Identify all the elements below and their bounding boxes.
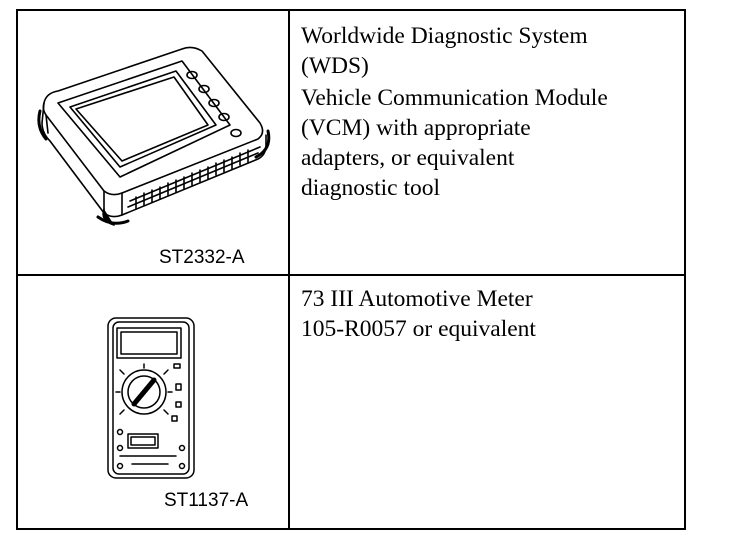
row-divider [18,274,684,276]
illustration-code-st1137-a: ST1137-A [164,490,249,511]
special-tools-table: ST2332-A Worldwide Diagnostic System (WD… [16,9,686,530]
tool-description-wds-vcm: Worldwide Diagnostic System (WDS) Vehicl… [301,21,608,203]
multimeter-icon [106,316,201,481]
tool-name-vcm: Vehicle Communication Module (VCM) with … [301,85,608,201]
tool-description-automotive-meter: 73 III Automotive Meter 105-R0057 or equ… [301,284,536,344]
illustration-code-st2332-a: ST2332-A [159,247,245,268]
diagnostic-tablet-icon [32,41,272,241]
column-divider [288,11,290,528]
tool-name-wds: Worldwide Diagnostic System (WDS) [301,23,588,79]
tool-name-meter: 73 III Automotive Meter 105-R0057 or equ… [301,286,536,342]
